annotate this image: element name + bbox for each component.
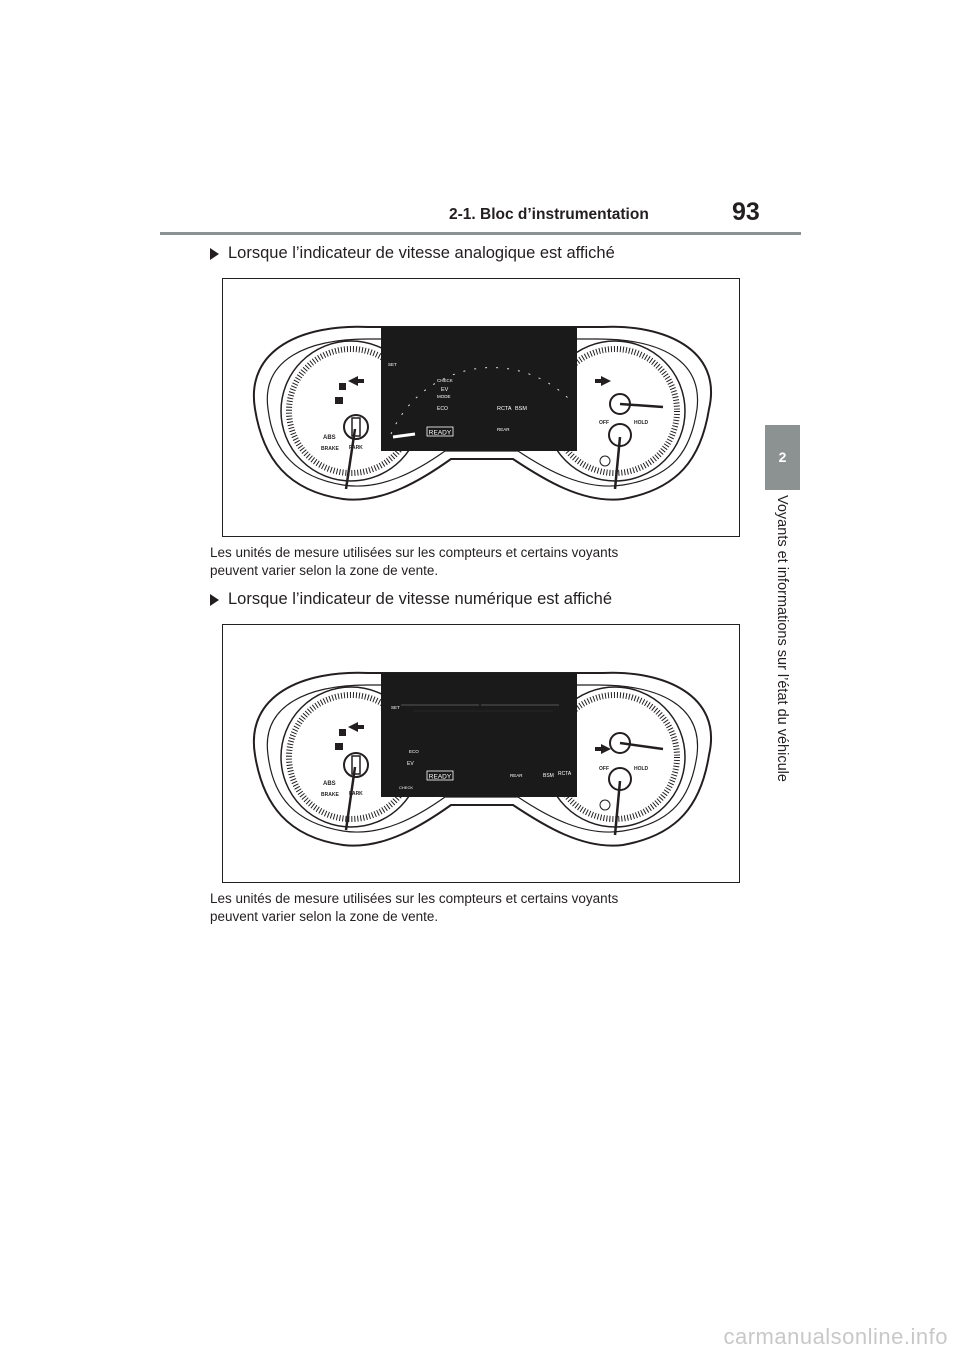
off-indicator: OFF xyxy=(599,420,609,426)
note-digital-line1: Les unités de mesure utilisées sur les c… xyxy=(210,891,619,906)
rcta-indicator: RCTA xyxy=(497,406,512,412)
left-gauge-needle xyxy=(344,428,357,490)
off-indicator: OFF xyxy=(599,766,609,772)
rear-indicator: REAR xyxy=(497,427,510,432)
footer-watermark: carmanualsonline.info xyxy=(723,1324,948,1349)
chapter-tab: 2 xyxy=(765,425,800,490)
right-gauge-needle xyxy=(619,402,664,409)
note-digital: Les unités de mesure utilisées sur les c… xyxy=(210,890,730,926)
header-rule xyxy=(160,232,801,235)
abs-warning: ABS xyxy=(323,781,336,787)
note-digital-line2: peuvent varier selon la zone de vente. xyxy=(210,909,439,924)
bsm-indicator: BSM xyxy=(515,406,527,412)
right-gauge-scale xyxy=(550,346,680,476)
check-indicator: CHECK xyxy=(399,785,413,790)
mode-label: MODE xyxy=(437,394,451,399)
section-title: 2-1. Bloc d’instrumentation xyxy=(449,206,649,223)
set-indicator: SET xyxy=(388,362,397,367)
eco-indicator: ECO xyxy=(437,406,448,412)
left-gauge-needle xyxy=(344,766,357,831)
abs-warning: ABS xyxy=(323,435,336,441)
heading-digital-text: Lorsque l’indicateur de vitesse numériqu… xyxy=(228,590,613,608)
rear-indicator: REAR xyxy=(510,773,523,778)
chapter-title: Voyants et informations sur l’état du vé… xyxy=(774,495,790,782)
park-warning: PARK xyxy=(349,791,363,797)
rcta-indicator: RCTA xyxy=(558,771,572,777)
bullet-arrow-icon xyxy=(210,594,219,606)
chapter-number: 2 xyxy=(778,449,787,465)
ev-mode-indicator: EV xyxy=(407,761,414,767)
center-display xyxy=(381,327,577,451)
figure-digital-cluster: READY SET ECO EV CHECK REAR BSM RCTA ABS… xyxy=(222,624,740,883)
park-warning: PARK xyxy=(349,445,363,451)
heading-analog-text: Lorsque l’indicateur de vitesse analogiq… xyxy=(228,244,615,262)
turn-left-arrow-icon xyxy=(348,376,364,386)
hold-indicator: HOLD xyxy=(634,766,649,772)
ready-indicator: READY xyxy=(429,430,452,437)
note-analog-line1: Les unités de mesure utilisées sur les c… xyxy=(210,545,619,560)
brake-warning: BRAKE xyxy=(321,792,339,798)
ev-mode-indicator: EV xyxy=(441,387,449,393)
center-display xyxy=(381,673,577,797)
left-knob xyxy=(343,414,369,440)
set-indicator: SET xyxy=(391,705,400,710)
speed-needle xyxy=(392,432,416,439)
headlight-icon xyxy=(335,397,343,404)
note-analog-line2: peuvent varier selon la zone de vente. xyxy=(210,563,439,578)
note-analog: Les unités de mesure utilisées sur les c… xyxy=(210,544,730,580)
hold-indicator: HOLD xyxy=(634,420,649,426)
page-number: 93 xyxy=(732,198,760,226)
turn-left-arrow-icon xyxy=(348,722,364,732)
digital-cluster-illustration: READY SET ECO EV CHECK REAR BSM RCTA ABS… xyxy=(252,671,712,847)
ready-indicator: READY xyxy=(429,774,452,781)
eco-indicator: ECO xyxy=(409,749,419,754)
heading-analog-speedometer: Lorsque l’indicateur de vitesse analogiq… xyxy=(210,244,615,263)
figure-analog-cluster: READY EV MODE ECO BSM RCTA REAR SET CHEC… xyxy=(222,278,740,537)
fuel-warning-icon xyxy=(339,383,346,390)
turn-right-arrow-icon xyxy=(595,376,611,386)
check-indicator: CHECK xyxy=(437,378,453,383)
brake-warning: BRAKE xyxy=(321,446,339,452)
heading-digital-speedometer: Lorsque l’indicateur de vitesse numériqu… xyxy=(210,590,612,609)
analog-cluster-illustration: READY EV MODE ECO BSM RCTA REAR SET CHEC… xyxy=(252,325,712,501)
bullet-arrow-icon xyxy=(210,248,219,260)
turn-right-arrow-icon xyxy=(595,744,611,754)
right-gauge-needle xyxy=(619,741,664,751)
bsm-indicator: BSM xyxy=(543,773,554,779)
